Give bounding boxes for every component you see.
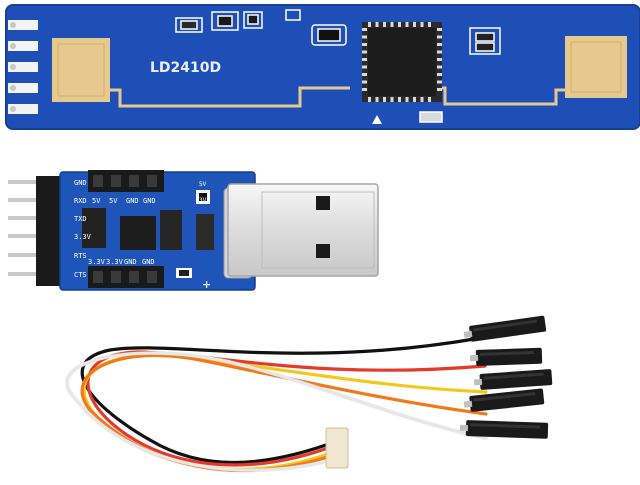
header-pin: [8, 180, 58, 184]
header-pins: [8, 180, 58, 276]
header-pin: [8, 216, 58, 220]
header-pin-label: RXD: [74, 197, 87, 205]
jumper-label: 3V3: [199, 197, 210, 204]
jumper-wire: [80, 353, 488, 472]
module-label: LD2410D: [150, 60, 221, 76]
header-pin: [8, 234, 58, 238]
antenna-feed-line: [110, 86, 350, 108]
dupont-connector: [469, 347, 543, 366]
radar-module-board: LD2410D: [5, 4, 640, 130]
converter-chip: [82, 190, 214, 278]
jumper-wire: [80, 336, 482, 464]
header-pin: [8, 198, 58, 202]
jumper-wire: [82, 353, 488, 471]
dupont-connector: [459, 420, 549, 439]
bottom-header-label: 3.3V: [88, 258, 106, 266]
cable-end-connector: [325, 427, 349, 469]
jumper-labels: 5V 3V3: [199, 181, 210, 204]
top-header-label: GND: [126, 197, 139, 205]
header-pin-label: CTS: [74, 271, 87, 279]
header-pin-label: GND: [74, 179, 87, 187]
left-antenna-patch: [52, 38, 110, 102]
bottom-header-label: GND: [124, 258, 137, 266]
top-header-label: GND: [143, 197, 156, 205]
jumper-label: 5V: [199, 181, 207, 188]
header-pin-label: RTS: [74, 252, 87, 260]
header-pin-labels: GND RXD TXD 3.3V RTS CTS: [74, 179, 92, 279]
radar-chip: [362, 22, 442, 124]
header-pin-label: TXD: [74, 215, 87, 223]
bottom-header-label: 3.3V: [106, 258, 124, 266]
top-header-label: 5V: [92, 197, 101, 205]
right-antenna-patch: [565, 36, 627, 98]
polarity-mark: +: [202, 278, 211, 291]
header-pin-label: 3.3V: [74, 233, 92, 241]
usb-latch-hole: [316, 244, 330, 258]
top-header-label: 5V: [109, 197, 118, 205]
dupont-connector: [473, 369, 553, 390]
usb-latch-hole: [316, 196, 330, 210]
dupont-cable: [65, 315, 553, 473]
bottom-header-label: GND: [142, 258, 155, 266]
bottom-pin-header: [88, 266, 164, 288]
dupont-connector: [463, 388, 545, 412]
smd-components: [175, 9, 501, 123]
header-pads: [8, 20, 38, 114]
top-pin-header: [88, 170, 164, 192]
usb-a-plug: [223, 183, 379, 279]
header-pin: [8, 272, 58, 276]
top-header-labels: 5V 5V GND GND: [92, 197, 156, 205]
header-pin: [8, 253, 58, 257]
jumper-wire: [65, 351, 488, 472]
jumper-wire: [86, 350, 487, 467]
dupont-connector: [463, 315, 547, 342]
